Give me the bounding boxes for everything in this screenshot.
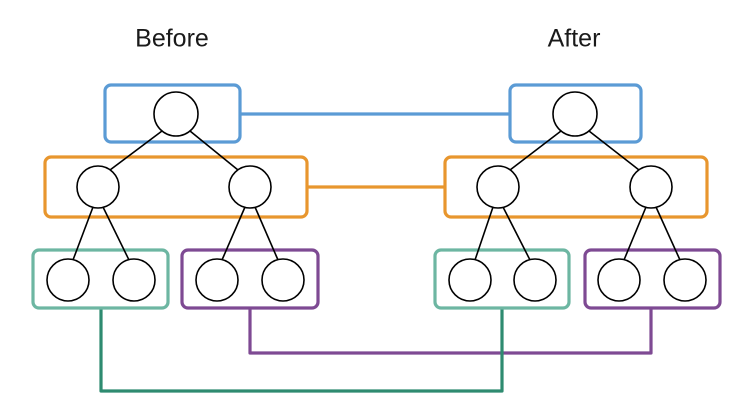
panel-title-after: After [548, 25, 601, 53]
before-leaf-group-left [31, 248, 170, 310]
edge-before-internal-2-to-leaf-3 [221, 206, 246, 261]
before-root-group [103, 83, 242, 144]
after-leaf-2 [513, 258, 557, 302]
before-leaf-group-right [180, 248, 320, 310]
edge-after-internal-1-to-leaf-1 [474, 206, 494, 261]
panel-titles-layer: Before After [135, 25, 600, 53]
edge-after-internal-2-to-leaf-4 [655, 206, 681, 261]
before-leaf-4 [261, 258, 305, 302]
after-internal-2 [629, 165, 673, 209]
after-leaf-1 [448, 258, 492, 302]
before-internal-1 [76, 165, 120, 209]
cross-links-layer [99, 112, 653, 393]
after-root-group [508, 83, 643, 144]
link-leaf-purple [248, 308, 653, 355]
after-root [552, 91, 598, 137]
edge-after-internal-2-to-leaf-3 [623, 206, 647, 261]
after-leaf-group-left [433, 248, 571, 310]
edge-after-internal-1-to-leaf-2 [502, 206, 531, 261]
edge-before-root-to-internal-2 [189, 130, 239, 171]
before-leaf-3 [195, 258, 239, 302]
after-internal-1 [476, 165, 520, 209]
before-internal-group [43, 155, 309, 219]
link-leaf-green [99, 308, 504, 393]
edge-after-root-to-internal-2 [588, 130, 640, 171]
before-internal-2 [228, 165, 272, 209]
panel-title-before: Before [135, 25, 209, 53]
tree-edges-layer [72, 130, 681, 261]
after-internal-group [443, 155, 709, 219]
before-leaf-2 [112, 258, 156, 302]
edge-before-internal-2-to-leaf-4 [254, 206, 279, 261]
before-root [153, 91, 199, 137]
edge-after-root-to-internal-1 [509, 130, 562, 171]
edge-before-internal-1-to-leaf-1 [72, 206, 94, 261]
tree-nodes-layer [46, 91, 707, 302]
edge-before-root-to-internal-1 [109, 130, 163, 171]
before-leaf-1 [46, 258, 90, 302]
group-boxes-layer [31, 83, 722, 310]
after-leaf-3 [597, 258, 641, 302]
after-leaf-group-right [583, 248, 722, 310]
edge-before-internal-1-to-leaf-2 [102, 206, 130, 261]
after-leaf-4 [663, 258, 707, 302]
